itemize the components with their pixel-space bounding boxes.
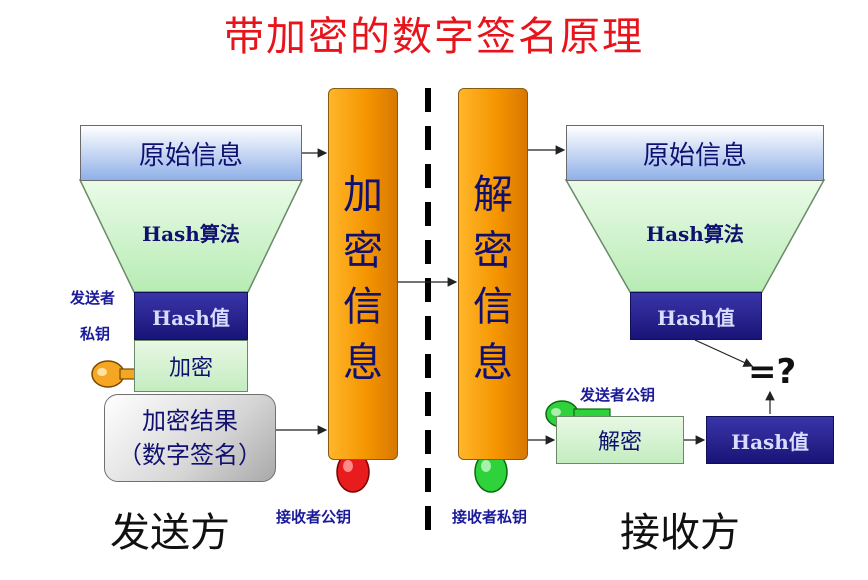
pillar-char: 信 — [343, 284, 383, 330]
encrypted-info-pillar: 加 密 信 息 — [328, 88, 398, 460]
pillar-char: 解 — [473, 172, 513, 218]
receiver-original-info: 原始信息 — [566, 125, 824, 181]
sender-original-info: 原始信息 — [80, 125, 302, 181]
result-line-1: 加密结果 — [142, 407, 238, 435]
receiver-decrypt-box: 解密 — [556, 416, 684, 464]
pillar-char: 加 — [343, 172, 383, 218]
sender-encrypt-box: 加密 — [134, 340, 248, 392]
pillar-char: 密 — [343, 228, 383, 274]
sender-public-key-label: 发送者公钥 — [580, 386, 656, 404]
sender-result-box: 加密结果 （数字签名） — [104, 394, 276, 482]
arrow-hash-to-compare — [694, 339, 754, 367]
pillar-char: 密 — [473, 228, 513, 274]
receiver-public-key-label: 接收者公钥 — [276, 508, 352, 526]
sender-side-label: 发送方 — [110, 510, 230, 556]
page-title: 带加密的数字签名原理 — [224, 14, 644, 60]
receiver-private-key-label: 接收者私钥 — [452, 508, 528, 526]
receiver-side-label: 接收方 — [620, 510, 740, 556]
pillar-char: 信 — [473, 284, 513, 330]
pillar-char: 息 — [473, 340, 513, 386]
decrypted-info-pillar: 解 密 信 息 — [458, 88, 528, 460]
receiver-hash-algo-label: Hash算法 — [646, 222, 744, 246]
sender-private-key-label-2: 私钥 — [80, 325, 111, 343]
pillar-char: 息 — [343, 340, 383, 386]
sender-private-key-label-1: 发送者 — [70, 289, 116, 307]
sender-hash-algo-label: Hash算法 — [142, 222, 240, 246]
sender-hash-value: Hash值 — [134, 292, 248, 340]
result-line-2: （数字签名） — [118, 441, 262, 469]
receiver-hash-value-2: Hash值 — [706, 416, 834, 464]
receiver-hash-value: Hash值 — [630, 292, 762, 340]
compare-symbol: =? — [748, 352, 797, 392]
